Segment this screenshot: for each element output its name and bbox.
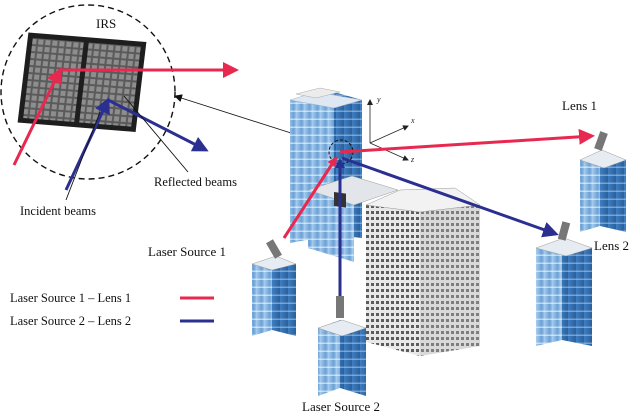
beam-irs-to-lens1 — [339, 128, 595, 154]
beam-ls1-to-irs — [282, 156, 338, 239]
irs-zoom: IRS — [0, 4, 176, 180]
beam-irs-to-lens2 — [341, 156, 559, 238]
irs-zoom-beams — [12, 62, 239, 191]
axis-z-label: z — [410, 155, 415, 164]
laser-source-1-emitter — [266, 239, 282, 259]
reflected-beams-label: Reflected beams — [154, 175, 237, 189]
legend-item-2-label: Laser Source 2 – Lens 2 — [10, 314, 131, 328]
reflected-beam-blue — [107, 98, 209, 152]
laser-source-2-emitter — [336, 296, 344, 318]
residential-building — [365, 187, 481, 356]
laser-source-2-building — [317, 296, 367, 396]
reflected-callout-line — [123, 95, 189, 173]
laser-source-1-building — [251, 239, 297, 336]
legend: Laser Source 1 – Lens 1 Laser Source 2 –… — [10, 291, 214, 328]
lens-2-receiver — [557, 221, 571, 241]
irs-label: IRS — [96, 16, 116, 31]
lens-1-receiver — [594, 131, 608, 151]
central-building — [289, 87, 399, 262]
lens-2-building — [535, 221, 593, 346]
axis-x-label: x — [410, 116, 415, 125]
lens-1-label: Lens 1 — [562, 98, 597, 113]
lens-1-building — [579, 131, 627, 232]
irs-zoom-circle — [0, 4, 176, 180]
laser-source-1-label: Laser Source 1 — [148, 244, 226, 259]
incident-beams-label: Incident beams — [20, 204, 96, 218]
irs-panel — [17, 32, 147, 133]
incident-callout-line — [65, 111, 101, 201]
legend-item-1-label: Laser Source 1 – Lens 1 — [10, 291, 131, 305]
lens-2-label: Lens 2 — [594, 238, 629, 253]
laser-source-2-label: Laser Source 2 — [302, 399, 380, 414]
main-beams — [282, 128, 595, 296]
axis-y-label: y — [376, 95, 381, 104]
coordinate-axes: y x z — [367, 95, 415, 164]
incident-beam-red — [12, 67, 62, 166]
